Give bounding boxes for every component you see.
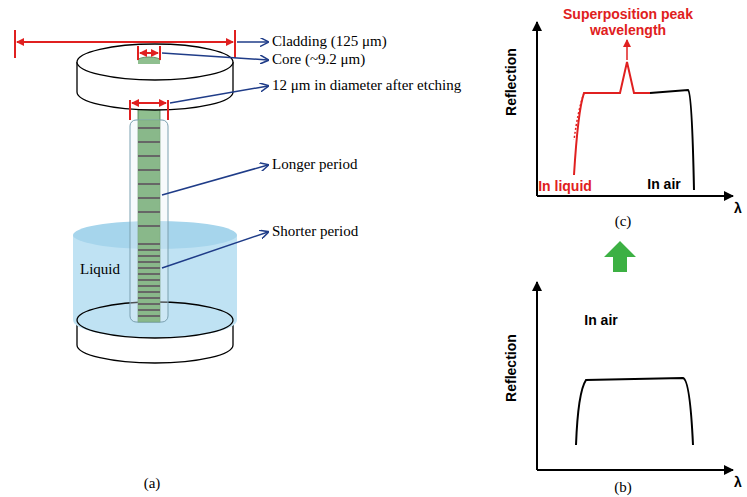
curve-label: In air <box>584 312 617 328</box>
panel-label: (a) <box>144 475 161 492</box>
axis-label: λ <box>734 474 742 490</box>
panel-label: (b) <box>614 479 632 496</box>
axis-label: λ <box>734 200 742 216</box>
panel-label: (c) <box>615 213 632 230</box>
curve-label: In air <box>647 176 680 192</box>
part-label: Longer period <box>272 156 357 173</box>
part-label: Shorter period <box>272 223 358 240</box>
axis-label: Reflection <box>503 334 519 402</box>
part-label: Core (~9.2 μm) <box>272 51 365 68</box>
annotation: Superposition peak wavelength <box>548 6 708 38</box>
dimension-label: 12 μm in diameter after etching <box>272 77 461 94</box>
axis-label: Reflection <box>503 48 519 116</box>
dimension-label: Cladding (125 μm) <box>272 33 387 50</box>
medium-label: Liquid <box>80 261 120 278</box>
curve-label: In liquid <box>538 178 592 194</box>
